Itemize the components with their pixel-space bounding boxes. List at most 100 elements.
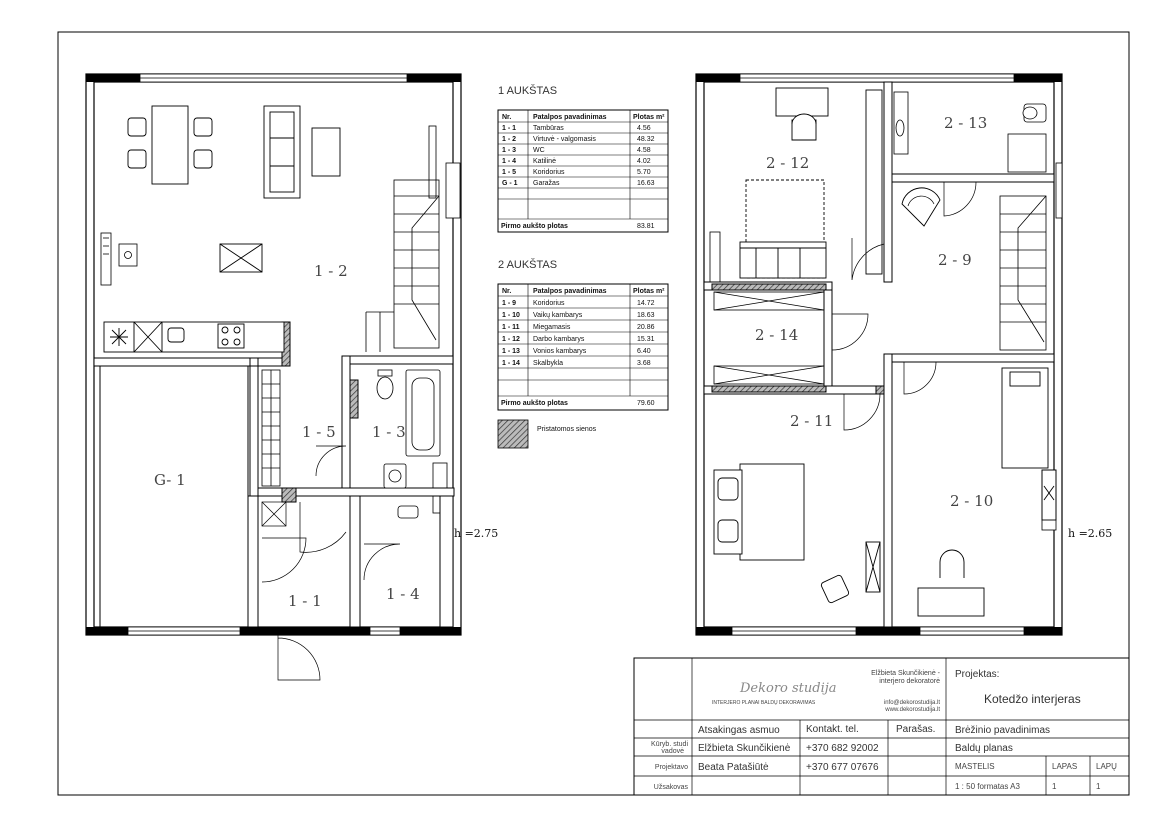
svg-text:Darbo kambarys: Darbo kambarys	[533, 336, 585, 343]
svg-text:+370 682 92002: +370 682 92002	[806, 743, 879, 754]
room-label-1-4: 1 - 4	[386, 585, 420, 603]
svg-text:14.72: 14.72	[637, 300, 655, 307]
ceiling-height-1: h =2.75	[454, 527, 498, 540]
plan1-doors	[261, 445, 401, 681]
svg-text:1 - 9: 1 - 9	[502, 300, 516, 307]
staircase-1	[365, 179, 440, 352]
armchair	[901, 187, 941, 227]
plan1-top-window	[139, 73, 408, 83]
title-block: Dekoro studija INTERJERO PLANAI BALDŲ DE…	[633, 657, 1130, 796]
svg-text:1 - 1: 1 - 1	[502, 125, 516, 132]
room-label-1-5: 1 - 5	[302, 423, 336, 441]
svg-text:1 - 14: 1 - 14	[502, 360, 520, 367]
svg-text:Plotas m²: Plotas m²	[633, 288, 665, 295]
svg-text:Elžbieta Skunčikienė: Elžbieta Skunčikienė	[698, 743, 791, 754]
svg-text:Katilinė: Katilinė	[533, 158, 556, 165]
floor2-total-label: Pirmo aukšto plotas	[501, 400, 568, 407]
svg-text:1 - 5: 1 - 5	[502, 169, 516, 176]
svg-text:Plotas m²: Plotas m²	[633, 114, 665, 121]
floor1-heading: 1 AUKŠTAS	[498, 84, 557, 97]
svg-text:info@dekorostudija.lt: info@dekorostudija.lt	[884, 700, 940, 706]
room-label-1-2: 1 - 2	[314, 262, 348, 280]
svg-text:Nr.: Nr.	[502, 114, 511, 121]
svg-text:LAPAS: LAPAS	[1052, 762, 1077, 771]
svg-text:5.70: 5.70	[637, 169, 651, 176]
svg-text:16.63: 16.63	[637, 180, 655, 187]
svg-text:MASTELIS: MASTELIS	[955, 762, 995, 771]
svg-text:Baldų planas: Baldų planas	[955, 743, 1013, 754]
svg-text:20.86: 20.86	[637, 324, 655, 331]
svg-text:Skalbykla: Skalbykla	[533, 360, 563, 367]
ceiling-height-2: h =2.65	[1068, 527, 1112, 540]
svg-text:LAPŲ: LAPŲ	[1096, 762, 1117, 771]
room-label-2-9: 2 - 9	[938, 251, 972, 269]
floor1-total-value: 83.81	[637, 223, 655, 230]
kids-room-furniture	[917, 367, 1057, 617]
svg-text:1 - 4: 1 - 4	[502, 158, 516, 165]
floor2-area-table: 2 AUKŠTAS Nr. Patalpos pavadinimas Plota…	[497, 258, 669, 411]
svg-text:Miegamasis: Miegamasis	[533, 324, 571, 331]
svg-text:1 - 10: 1 - 10	[502, 312, 520, 319]
floor-plan-2: 2 - 12 2 - 13 2 - 9 2 - 14 2 - 11 2 - 10…	[695, 73, 1112, 636]
room-label-2-11: 2 - 11	[790, 412, 833, 430]
svg-text:Garažas: Garažas	[533, 180, 560, 187]
svg-text:vadovė: vadovė	[661, 748, 684, 755]
legend-label: Pristatomos sienos	[537, 426, 597, 433]
floor1-total-label: Pirmo aukšto plotas	[501, 223, 568, 230]
floor-plan-1: 1 - 2 G- 1 1 - 5 1 - 3 1 - 1 1 - 4 h =2.…	[85, 73, 498, 681]
svg-text:Koridorius: Koridorius	[533, 300, 565, 307]
bathroom-fixtures	[893, 91, 1047, 173]
svg-text:Virtuvė - valgomasis: Virtuvė - valgomasis	[533, 136, 596, 143]
svg-text:interjero dekoratorė: interjero dekoratorė	[879, 678, 940, 685]
floor2-total-value: 79.60	[637, 400, 655, 407]
svg-text:15.31: 15.31	[637, 336, 655, 343]
floor2-heading: 2 AUKŠTAS	[498, 258, 557, 271]
wc-fixtures	[376, 369, 441, 489]
svg-text:Užsakovas: Užsakovas	[654, 784, 689, 791]
laundry-cabinets	[713, 291, 825, 385]
svg-text:Patalpos pavadinimas: Patalpos pavadinimas	[533, 114, 607, 121]
plan2-interior-walls	[703, 81, 1055, 628]
svg-text:Atsakingas asmuo: Atsakingas asmuo	[698, 725, 780, 736]
svg-text:1 - 3: 1 - 3	[502, 147, 516, 154]
svg-text:18.63: 18.63	[637, 312, 655, 319]
room-label-2-12: 2 - 12	[766, 154, 809, 172]
staircase-corridor	[261, 369, 281, 487]
svg-text:Parašas.: Parašas.	[896, 724, 935, 735]
svg-text:Elžbieta Skunčikienė -: Elžbieta Skunčikienė -	[871, 670, 941, 677]
svg-text:Kūryb. studi: Kūryb. studi	[651, 741, 688, 748]
svg-text:1 : 50 formatas A3: 1 : 50 formatas A3	[955, 782, 1020, 791]
room-label-2-13: 2 - 13	[944, 114, 987, 132]
svg-text:1 - 11: 1 - 11	[502, 324, 520, 331]
svg-text:4.58: 4.58	[637, 147, 651, 154]
svg-text:4.56: 4.56	[637, 125, 651, 132]
room-label-2-14: 2 - 14	[755, 326, 798, 344]
svg-text:6.40: 6.40	[637, 348, 651, 355]
dining-table	[127, 105, 213, 185]
svg-text:3.68: 3.68	[637, 360, 651, 367]
svg-text:1 - 2: 1 - 2	[502, 136, 516, 143]
svg-text:Vonios kambarys: Vonios kambarys	[533, 348, 587, 355]
svg-text:WC: WC	[533, 147, 545, 154]
project-name: Kotedžo interjeras	[984, 692, 1081, 706]
plan1-interior-walls	[93, 321, 455, 628]
bed	[713, 463, 881, 604]
svg-text:Nr.: Nr.	[502, 288, 511, 295]
sofa	[263, 105, 341, 199]
kitchen-island-marker	[219, 243, 263, 273]
svg-text:1: 1	[1052, 782, 1057, 791]
office-furniture	[739, 87, 883, 279]
studio-logo-sub: INTERJERO PLANAI BALDŲ DEKORAVIMAS	[712, 700, 816, 706]
floor1-area-table: 1 AUKŠTAS Nr. Patalpos pavadinimas Plota…	[497, 84, 669, 233]
svg-text:48.32: 48.32	[637, 136, 655, 143]
room-label-1-3: 1 - 3	[372, 423, 406, 441]
svg-text:www.dekorostudija.lt: www.dekorostudija.lt	[884, 707, 940, 713]
svg-text:Kontakt. tel.: Kontakt. tel.	[806, 724, 859, 735]
room-label-1-1: 1 - 1	[288, 592, 322, 610]
plan2-doors	[831, 181, 977, 431]
staircase-2	[999, 195, 1047, 351]
svg-text:Brėžinio pavadinimas: Brėžinio pavadinimas	[955, 725, 1050, 736]
room-label-2-10: 2 - 10	[950, 492, 993, 510]
svg-text:1 - 12: 1 - 12	[502, 336, 520, 343]
